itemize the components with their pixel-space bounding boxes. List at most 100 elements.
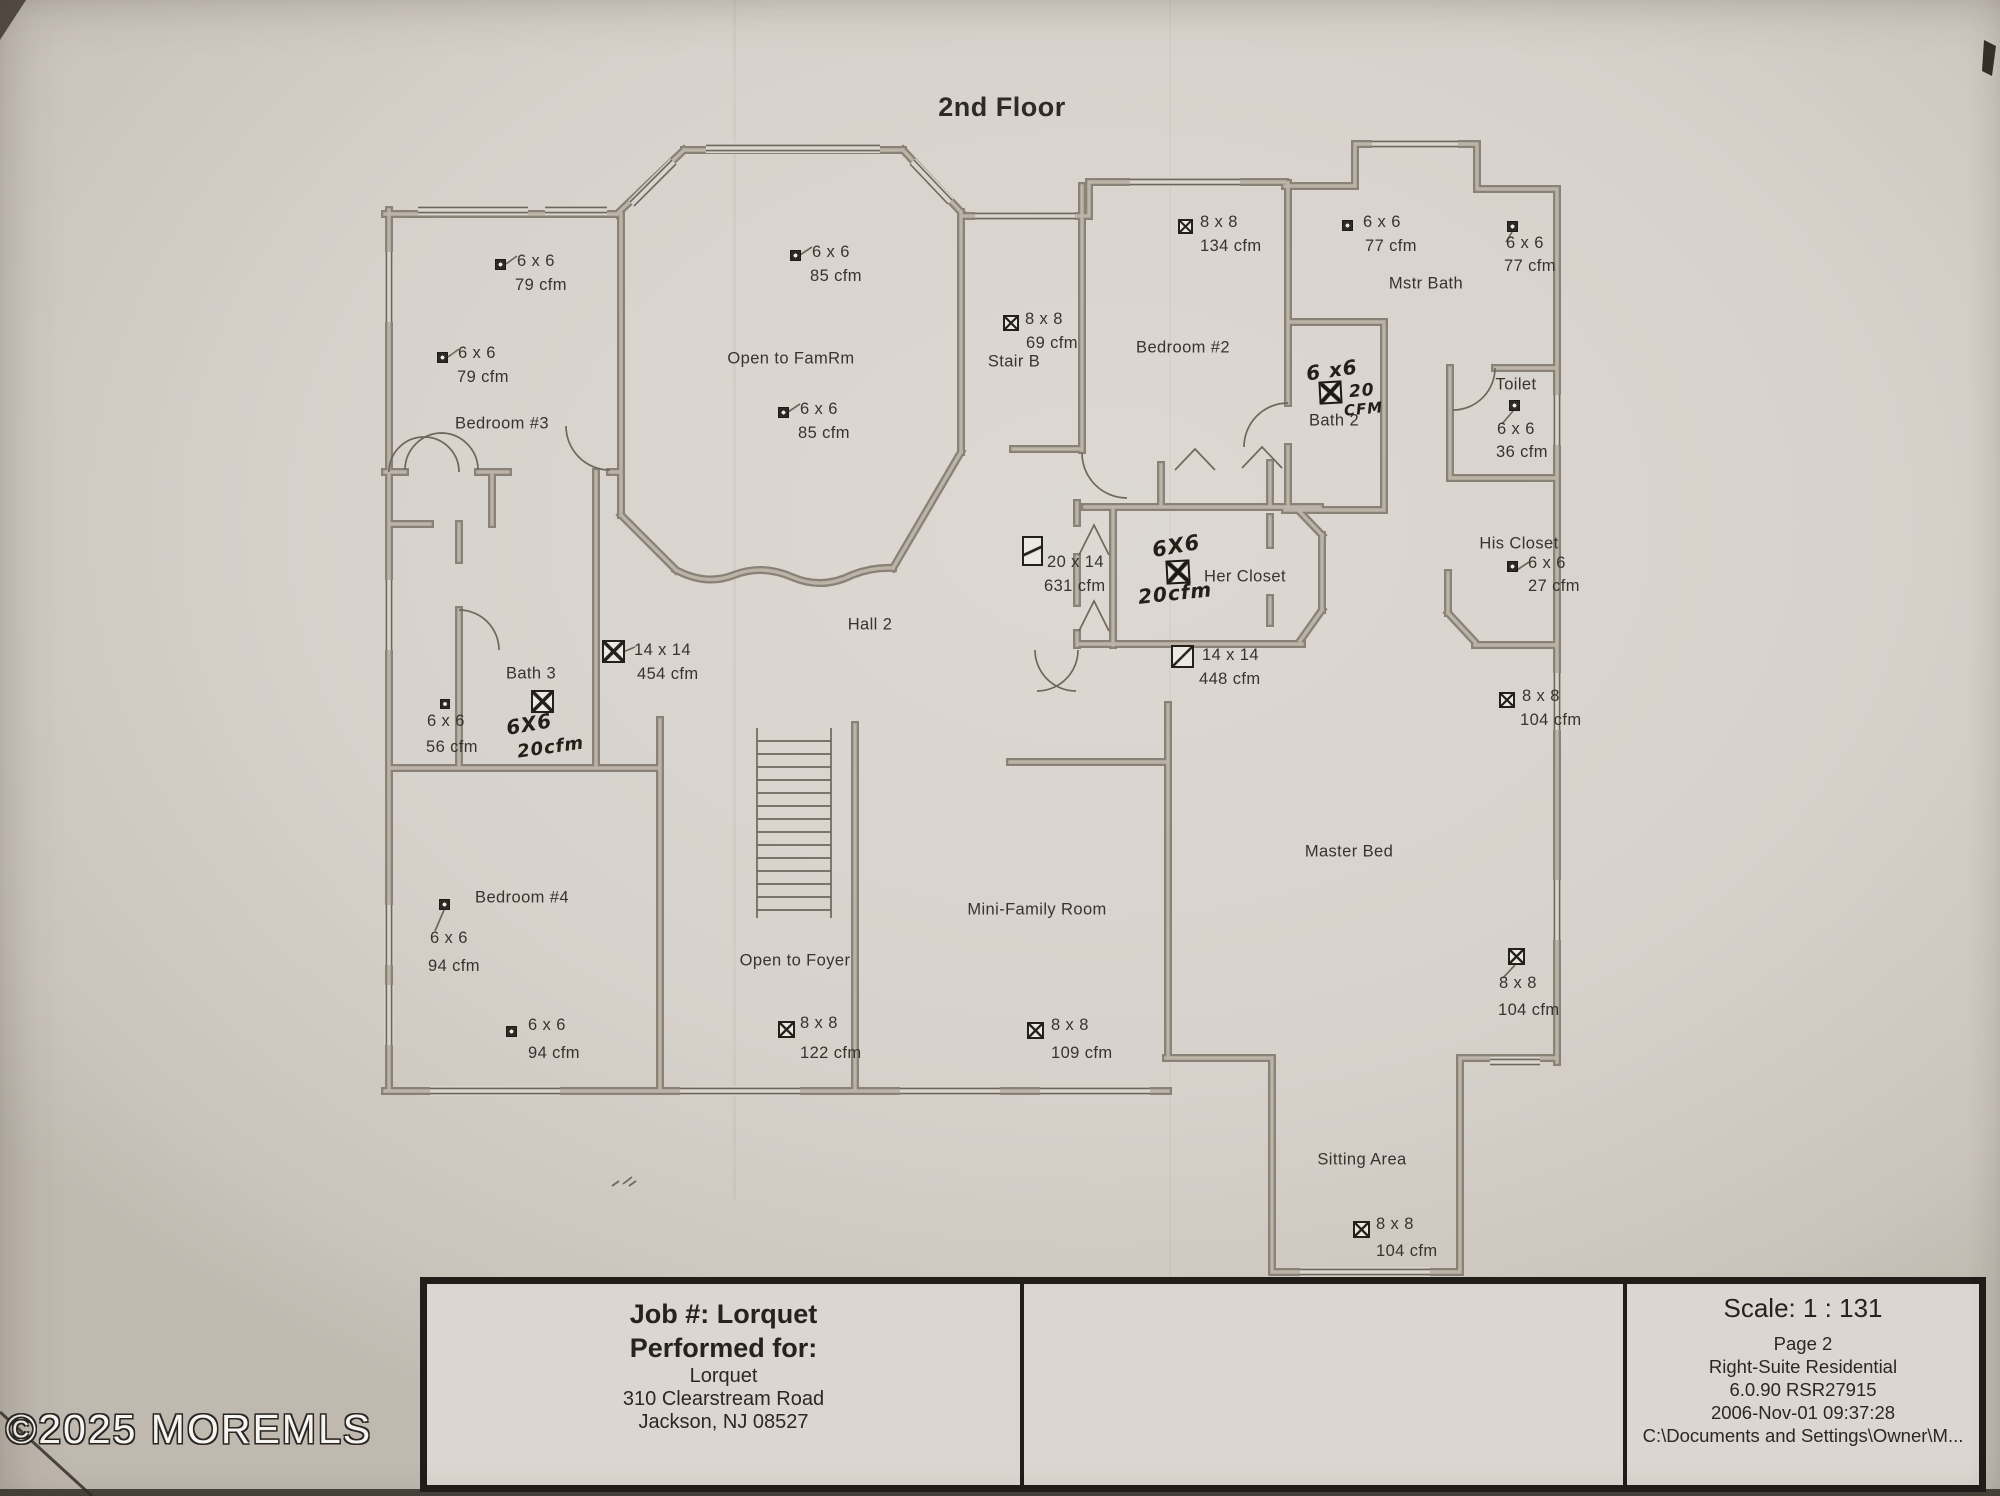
vent-label: 8 x 8 bbox=[1522, 687, 1560, 705]
page-number: Page 2 bbox=[1773, 1333, 1833, 1354]
supply-vent-icon bbox=[778, 407, 789, 418]
room-label: Bedroom #3 bbox=[455, 414, 549, 433]
vent-label: 27 cfm bbox=[1528, 577, 1580, 595]
vent-label: 94 cfm bbox=[428, 957, 480, 975]
page-title: 2nd Floor bbox=[938, 92, 1066, 122]
return-vent-icon bbox=[1171, 645, 1194, 668]
vent-label: 8 x 8 bbox=[1200, 213, 1238, 231]
vent-box-icon bbox=[778, 1021, 795, 1038]
vent-label: 6 x 6 bbox=[1363, 213, 1401, 231]
vent-label: 77 cfm bbox=[1504, 257, 1556, 275]
supply-vent-icon bbox=[439, 899, 450, 910]
vent-label: 8 x 8 bbox=[1051, 1016, 1089, 1034]
supply-vent-icon bbox=[440, 699, 450, 709]
handwritten-note: CFM bbox=[1343, 398, 1384, 420]
room-label: Hall 2 bbox=[847, 615, 893, 634]
supply-vent-icon bbox=[1507, 561, 1518, 572]
handwritten-vent-icon bbox=[1318, 380, 1343, 405]
room-label: Open to FamRm bbox=[727, 349, 855, 368]
vent-label: 104 cfm bbox=[1376, 1242, 1438, 1260]
handwritten-vent-icon bbox=[1165, 559, 1191, 585]
room-label: Bedroom #4 bbox=[475, 888, 569, 907]
supply-vent-icon bbox=[1342, 220, 1353, 231]
vent-label: 56 cfm bbox=[426, 738, 478, 756]
vent-box-icon bbox=[1508, 948, 1525, 965]
vent-label: 631 cfm bbox=[1044, 577, 1106, 595]
room-label: Mini-Family Room bbox=[967, 900, 1107, 919]
vent-label: 109 cfm bbox=[1051, 1044, 1113, 1062]
vent-label: 85 cfm bbox=[810, 267, 862, 285]
vent-box-icon bbox=[1003, 315, 1019, 331]
vent-box-icon bbox=[602, 640, 625, 663]
client-name: Lorquet bbox=[689, 1365, 758, 1387]
room-label: Toilet bbox=[1495, 375, 1537, 394]
vent-label: 36 cfm bbox=[1496, 443, 1548, 461]
vent-label: 8 x 8 bbox=[800, 1014, 838, 1032]
print-timestamp: 2006-Nov-01 09:37:28 bbox=[1710, 1402, 1896, 1423]
supply-vent-icon bbox=[495, 259, 506, 270]
vent-label: 6 x 6 bbox=[1497, 420, 1535, 438]
vent-box-icon bbox=[1353, 1221, 1370, 1238]
vent-label: 77 cfm bbox=[1365, 237, 1417, 255]
vent-label: 6 x 6 bbox=[427, 712, 465, 730]
vent-label: 14 x 14 bbox=[1202, 646, 1259, 664]
job-box: Job #: Lorquet Performed for: Lorquet 31… bbox=[427, 1284, 1020, 1485]
vent-label: 454 cfm bbox=[637, 665, 699, 683]
supply-vent-icon bbox=[1509, 400, 1520, 411]
vent-label: 104 cfm bbox=[1498, 1001, 1560, 1019]
supply-vent-icon bbox=[506, 1026, 517, 1037]
room-label: His Closet bbox=[1479, 534, 1559, 553]
room-label: Master Bed bbox=[1304, 842, 1394, 861]
mls-watermark: ©2025 MOREMLS bbox=[6, 1406, 373, 1452]
photo-edge-artifact bbox=[1982, 40, 1996, 76]
vent-label: 20 x 14 bbox=[1047, 553, 1104, 571]
performed-for-label: Performed for: bbox=[629, 1333, 818, 1363]
vent-box-icon bbox=[531, 690, 554, 713]
vent-label: 69 cfm bbox=[1026, 334, 1078, 352]
scale-value: Scale: 1 : 131 bbox=[1723, 1293, 1883, 1323]
client-address-city: Jackson, NJ 08527 bbox=[638, 1411, 809, 1433]
vent-label: 6 x 6 bbox=[1506, 234, 1544, 252]
vent-label: 6 x 6 bbox=[517, 252, 555, 270]
vent-label: 6 x 6 bbox=[800, 400, 838, 418]
title-block: Job #: Lorquet Performed for: Lorquet 31… bbox=[420, 1277, 1986, 1492]
supply-vent-icon bbox=[790, 250, 801, 261]
vent-label: 8 x 8 bbox=[1376, 1215, 1414, 1233]
room-label: Mstr Bath bbox=[1388, 274, 1464, 293]
job-number: Job #: Lorquet bbox=[629, 1299, 818, 1329]
room-label: Stair B bbox=[987, 352, 1041, 371]
photo-corner-artifact bbox=[0, 0, 26, 40]
room-label: Sitting Area bbox=[1317, 1150, 1407, 1169]
return-vent-icon bbox=[1022, 536, 1043, 566]
vent-label: 6 x 6 bbox=[430, 929, 468, 947]
vent-label: 79 cfm bbox=[457, 368, 509, 386]
empty-box bbox=[1020, 1284, 1623, 1485]
software-version: 6.0.90 RSR27915 bbox=[1729, 1379, 1877, 1400]
supply-vent-icon bbox=[1507, 221, 1518, 232]
vent-label: 6 x 6 bbox=[528, 1016, 566, 1034]
vent-label: 6 x 6 bbox=[812, 243, 850, 261]
vent-box-icon bbox=[1178, 219, 1193, 234]
vent-label: 85 cfm bbox=[798, 424, 850, 442]
vent-label: 6 x 6 bbox=[458, 344, 496, 362]
supply-vent-icon bbox=[437, 352, 448, 363]
vent-box-icon bbox=[1027, 1022, 1044, 1039]
vent-label: 8 x 8 bbox=[1025, 310, 1063, 328]
room-label: Bath 2 bbox=[1308, 411, 1360, 430]
room-label: Open to Foyer bbox=[739, 951, 851, 970]
vent-label: 104 cfm bbox=[1520, 711, 1582, 729]
vent-label: 6 x 6 bbox=[1528, 554, 1566, 572]
room-label: Bedroom #2 bbox=[1136, 338, 1230, 357]
vent-label: 134 cfm bbox=[1200, 237, 1262, 255]
vent-label: 79 cfm bbox=[515, 276, 567, 294]
room-label: Bath 3 bbox=[505, 664, 557, 683]
client-address-street: 310 Clearstream Road bbox=[622, 1388, 825, 1410]
vent-box-icon bbox=[1499, 692, 1515, 708]
vent-label: 94 cfm bbox=[528, 1044, 580, 1062]
vent-label: 8 x 8 bbox=[1499, 974, 1537, 992]
room-label: Her Closet bbox=[1204, 567, 1286, 586]
vent-label: 122 cfm bbox=[800, 1044, 862, 1062]
scale-box: Scale: 1 : 131 Page 2 Right-Suite Reside… bbox=[1623, 1284, 1979, 1485]
